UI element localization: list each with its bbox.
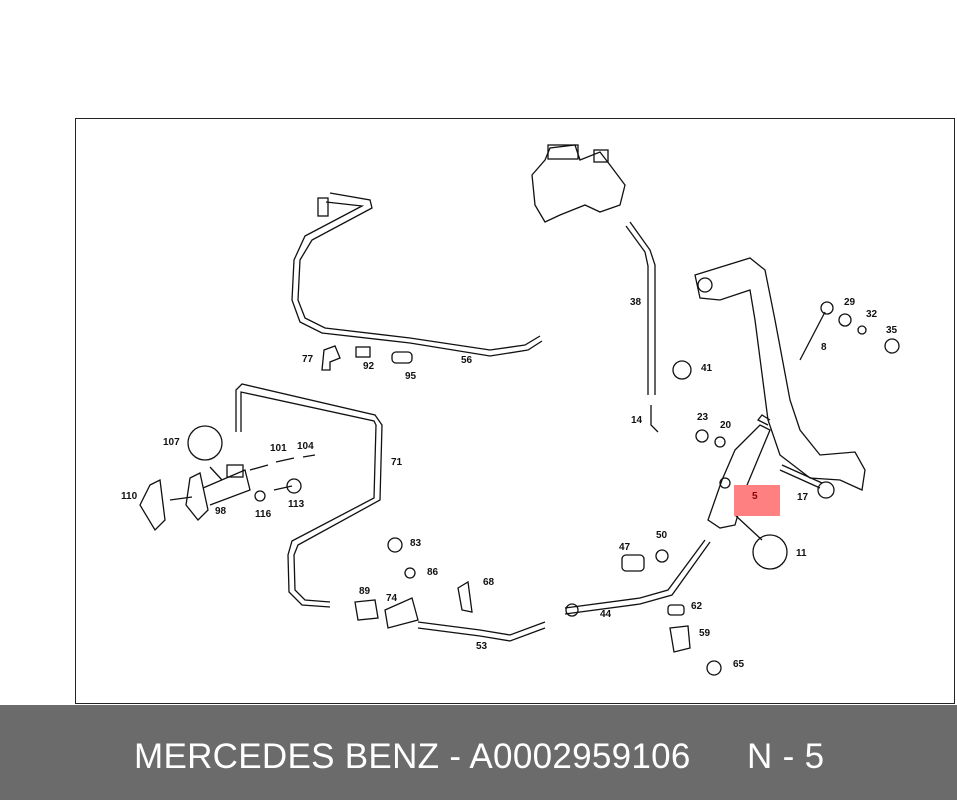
label-95: 95: [405, 371, 417, 382]
label-17: 17: [797, 492, 809, 503]
label-65: 65: [733, 659, 745, 670]
clutch-pedal: [694, 257, 866, 491]
label-68: 68: [483, 577, 495, 588]
label-56: 56: [461, 355, 473, 366]
label-98: 98: [215, 506, 227, 517]
elbow-14: [650, 405, 659, 433]
label-86: 86: [427, 567, 439, 578]
clutch-hydraulics-diagram: [139, 144, 900, 676]
label-92: 92: [363, 361, 375, 372]
wrench-circle-107: [187, 425, 223, 461]
label-29: 29: [844, 297, 856, 308]
pipe-71: [235, 383, 383, 608]
hose-38: [625, 221, 656, 395]
hose-44: [564, 539, 711, 615]
label-113: 113: [288, 499, 305, 510]
wrench-circle-11: [752, 534, 788, 570]
label-59: 59: [699, 628, 711, 639]
label-41: 41: [701, 363, 713, 374]
reservoir: [531, 144, 626, 223]
leader-line: [734, 514, 763, 541]
label-11: 11: [796, 548, 807, 559]
slave-cylinder: [139, 464, 251, 532]
label-50: 50: [656, 530, 668, 541]
part-number-text: MERCEDES BENZ - A0002959106: [134, 737, 691, 776]
label-62: 62: [691, 601, 703, 612]
leader-line: [209, 466, 223, 481]
label-101: 101: [270, 443, 287, 454]
label-71: 71: [391, 457, 403, 468]
label-32: 32: [866, 309, 878, 320]
label-107: 107: [163, 437, 180, 448]
label-77: 77: [302, 354, 314, 365]
diagram-frame: [75, 118, 955, 704]
label-20: 20: [720, 420, 732, 431]
bolt-17: [779, 464, 823, 489]
label-53: 53: [476, 641, 488, 652]
label-104: 104: [297, 441, 314, 452]
pipe-56: [291, 192, 543, 357]
label-35: 35: [886, 325, 898, 336]
label-44: 44: [600, 609, 612, 620]
highlighted-part-5[interactable]: 5: [734, 485, 780, 516]
label-8: 8: [821, 342, 827, 353]
pushrod-8: [799, 311, 826, 361]
label-5: 5: [752, 491, 758, 502]
label-23: 23: [697, 412, 709, 423]
master-cylinder: [707, 414, 771, 529]
position-text: N - 5: [747, 737, 825, 776]
bracket-77: [321, 345, 341, 371]
label-74: 74: [386, 593, 398, 604]
label-89: 89: [359, 586, 371, 597]
label-110: 110: [121, 491, 138, 502]
pipe-53: [417, 621, 546, 642]
label-83: 83: [410, 538, 422, 549]
label-14: 14: [631, 415, 643, 426]
footer-bar: MERCEDES BENZ - A0002959106 N - 5: [0, 705, 957, 800]
label-38: 38: [630, 297, 642, 308]
label-47: 47: [619, 542, 631, 553]
label-116: 116: [255, 509, 272, 520]
fitting: [317, 197, 329, 217]
